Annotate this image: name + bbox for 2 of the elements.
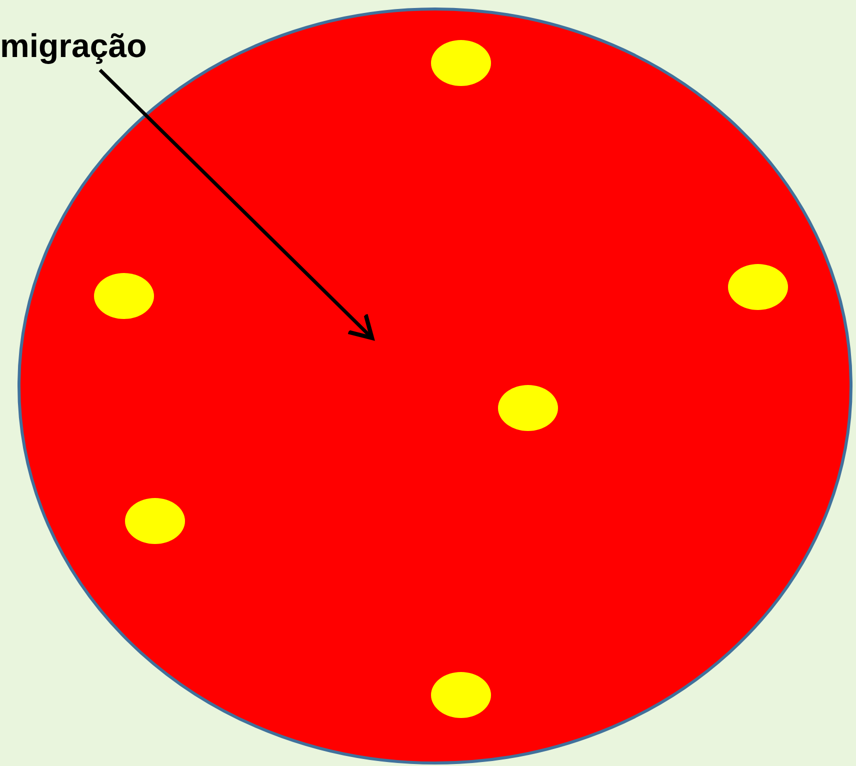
text-label: migração <box>0 26 147 66</box>
arrow <box>98 68 374 340</box>
